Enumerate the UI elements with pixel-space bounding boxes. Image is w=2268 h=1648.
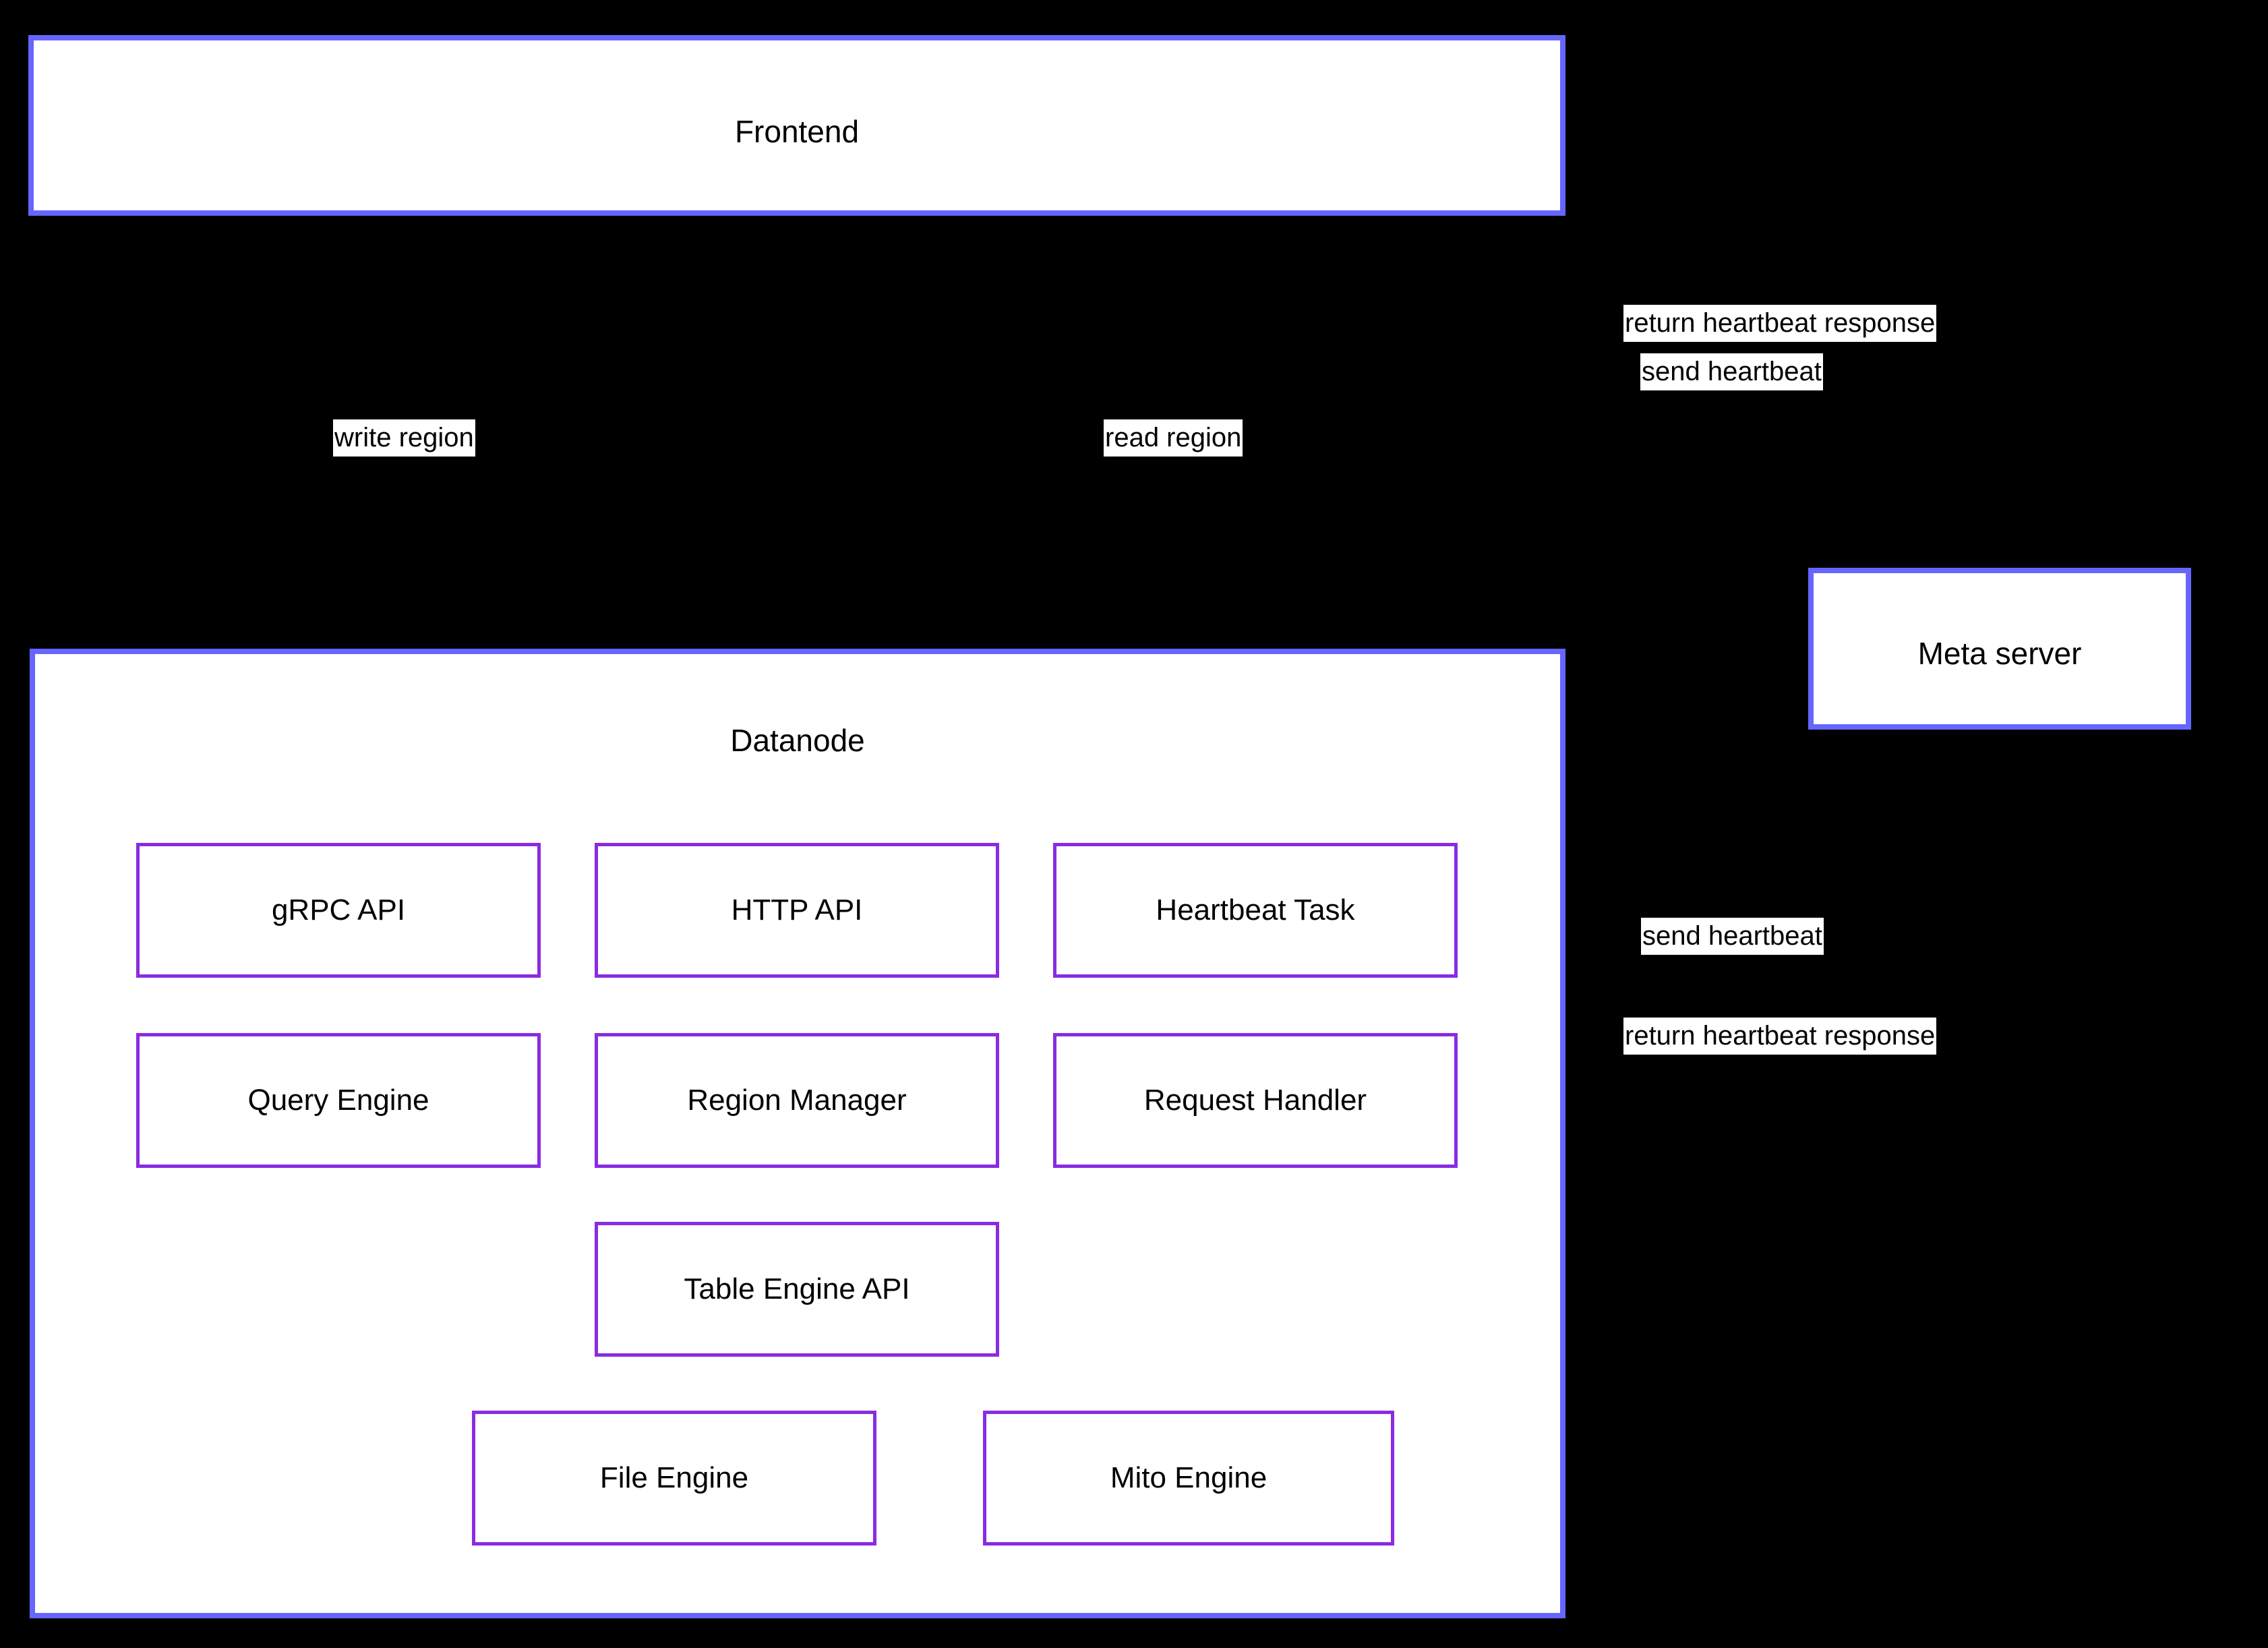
component-label: HTTP API [731, 893, 863, 926]
frontend-box[interactable]: Frontend [28, 35, 1565, 216]
meta-server-title: Meta server [1917, 636, 2082, 671]
edge-label-return-heartbeat-response-top: return heartbeat response [1623, 305, 1937, 342]
component-heartbeat-task[interactable]: Heartbeat Task [1053, 843, 1458, 978]
component-query-engine[interactable]: Query Engine [136, 1033, 541, 1168]
component-label: Mito Engine [1110, 1461, 1267, 1494]
edge-label-send-heartbeat-top: send heartbeat [1640, 353, 1823, 390]
frontend-title: Frontend [734, 114, 860, 149]
datanode-box[interactable]: Datanode gRPC API HTTP API Heartbeat Tas… [30, 649, 1565, 1618]
datanode-title: Datanode [730, 723, 865, 758]
edge-label-read-region: read region [1104, 419, 1243, 457]
component-label: Query Engine [247, 1084, 429, 1117]
component-request-handler[interactable]: Request Handler [1053, 1033, 1458, 1168]
meta-server-box[interactable]: Meta server [1808, 568, 2191, 730]
component-label: Region Manager [687, 1084, 907, 1117]
component-mito-engine[interactable]: Mito Engine [983, 1411, 1394, 1546]
component-label: File Engine [599, 1461, 749, 1494]
component-label: gRPC API [271, 893, 406, 926]
component-label: Heartbeat Task [1156, 893, 1355, 926]
component-table-engine-api[interactable]: Table Engine API [595, 1222, 999, 1357]
component-file-engine[interactable]: File Engine [472, 1411, 876, 1546]
edge-label-send-heartbeat-bottom: send heartbeat [1641, 918, 1824, 955]
component-grpc-api[interactable]: gRPC API [136, 843, 541, 978]
component-label: Table Engine API [684, 1272, 910, 1305]
component-region-manager[interactable]: Region Manager [595, 1033, 999, 1168]
component-label: Request Handler [1143, 1084, 1367, 1117]
edge-label-write-region: write region [333, 419, 475, 457]
edge-label-return-heartbeat-response-bottom: return heartbeat response [1623, 1018, 1937, 1055]
component-http-api[interactable]: HTTP API [595, 843, 999, 978]
